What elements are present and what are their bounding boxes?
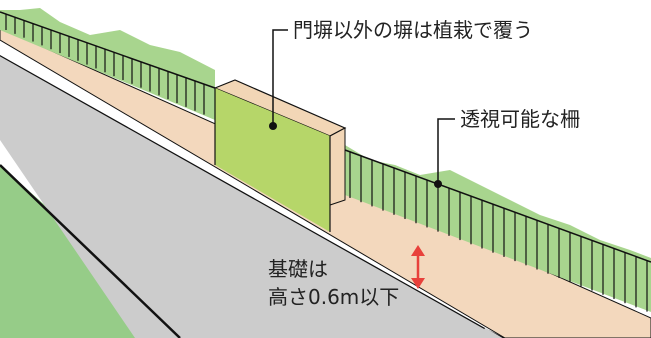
gate-wall-leader-line (272, 29, 288, 126)
gate-wall-front (215, 88, 330, 232)
gate-wall-label: 門塀以外の塀は植栽で覆う (293, 18, 533, 42)
fence-leader-line (437, 118, 455, 184)
gate-wall-side (329, 127, 346, 206)
fence-top-rail (344, 149, 651, 263)
hedge-planting (0, 8, 215, 120)
road-surface (0, 55, 520, 338)
fence-pickets-left (5, 14, 205, 115)
height-arrow (411, 245, 425, 289)
gate-wall-leader-dot (269, 122, 277, 130)
base-height-label-line1: 基礎は (268, 257, 328, 281)
gate-wall-outline (214, 88, 331, 232)
fence-pickets-right (349, 152, 648, 312)
grass-edge-line (0, 164, 181, 338)
fence-label: 透視可能な柵 (460, 107, 580, 131)
base-height-label-line2: 高さ0.6m以下 (268, 285, 399, 309)
fence-top-rail (0, 11, 216, 89)
fence-leader-dot (434, 180, 442, 188)
hedge-planting (345, 145, 651, 312)
